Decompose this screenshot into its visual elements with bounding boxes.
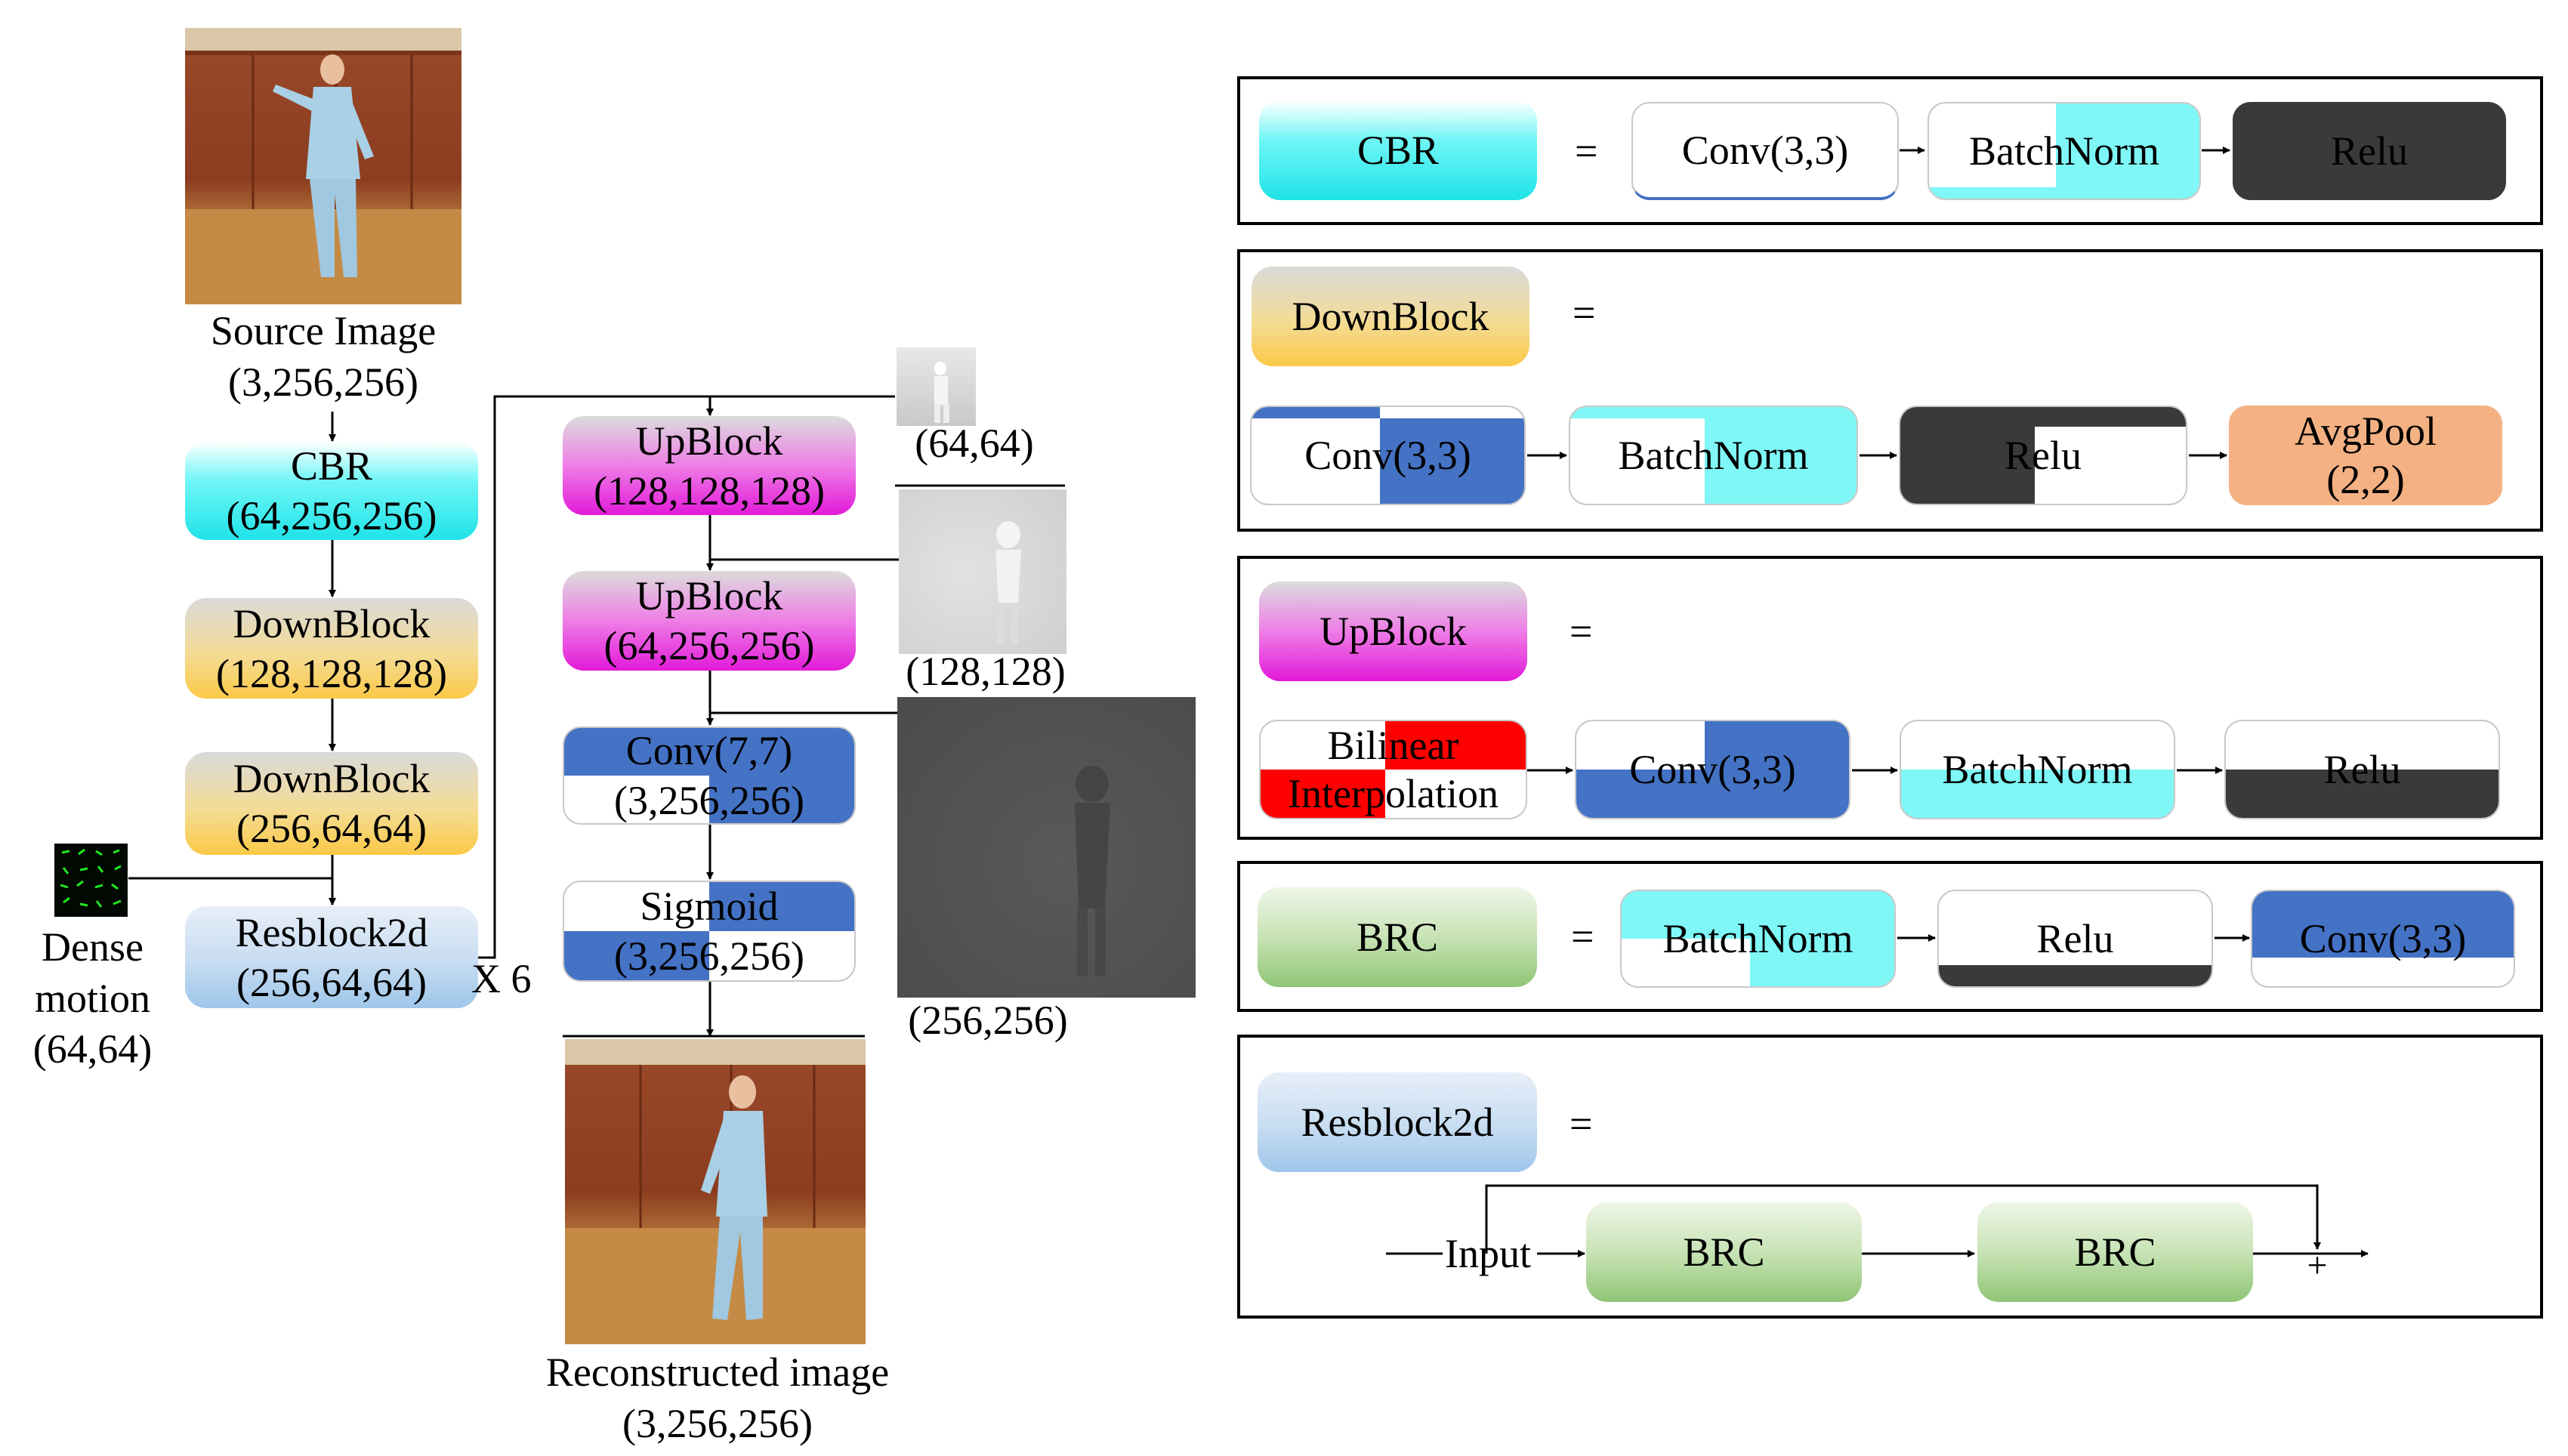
conv7-block-name: Conv(7,7) — [625, 728, 793, 773]
legend-upblock-frame — [1237, 556, 2543, 840]
mask-64-size: (64,64) — [915, 421, 1034, 466]
legend-upblock-relu-label: Relu — [2323, 747, 2401, 792]
legend-upblock-block: UpBlock — [1259, 581, 1527, 681]
resblock-repeat-label: X 6 — [471, 956, 532, 1001]
downblock-1-shape: (128,128,128) — [216, 650, 447, 696]
legend-cbr-block: CBR — [1259, 100, 1537, 200]
legend-brc-equals: = — [1571, 914, 1594, 959]
legend-upblock-relu: Relu — [2224, 720, 2500, 819]
cbr-block: CBR (64,256,256) — [185, 442, 478, 540]
legend-resblock-equals: = — [1570, 1101, 1593, 1146]
legend-resblock-brc-2-label: BRC — [2074, 1229, 2156, 1275]
upblock-1-name: UpBlock — [635, 418, 783, 464]
legend-brc-batchnorm: BatchNorm — [1620, 890, 1896, 988]
legend-resblock-brc-2: BRC — [1977, 1202, 2253, 1302]
legend-downblock-relu: Relu — [1899, 406, 2187, 505]
resblock-block-shape: (256,64,64) — [236, 959, 427, 1005]
dense-motion-label-1: Dense — [42, 924, 144, 970]
legend-downblock-block: DownBlock — [1252, 267, 1529, 366]
legend-downblock-frame — [1237, 249, 2543, 532]
downblock-1-name: DownBlock — [233, 600, 431, 646]
legend-brc-conv-label: Conv(3,3) — [2299, 916, 2467, 961]
source-image-title: Source Image — [210, 308, 437, 353]
cbr-block-name: CBR — [290, 443, 373, 489]
mask-64-image — [897, 347, 976, 426]
dense-motion-shape: (64,64) — [32, 1026, 153, 1072]
legend-downblock-batchnorm-label: BatchNorm — [1618, 433, 1809, 478]
legend-brc-frame — [1237, 861, 2543, 1012]
legend-downblock-relu-label: Relu — [2005, 433, 2082, 478]
legend-upblock-batchnorm: BatchNorm — [1900, 720, 2175, 819]
legend-cbr-batchnorm-label: BatchNorm — [1969, 128, 2159, 174]
legend-cbr-relu: Relu — [2233, 102, 2506, 200]
upblock-2-name: UpBlock — [635, 573, 783, 618]
legend-brc-name: BRC — [1356, 915, 1439, 960]
sigmoid-block-shape: (3,256,256) — [614, 933, 804, 979]
legend-resblock-frame — [1237, 1035, 2543, 1319]
upblock-2-shape: (64,256,256) — [603, 623, 815, 668]
legend-brc-conv: Conv(3,3) — [2251, 890, 2515, 988]
legend-resblock-input: Input — [1445, 1231, 1531, 1276]
legend-cbr-conv-label: Conv(3,3) — [1681, 128, 1849, 173]
mask-256-image — [897, 697, 1196, 998]
reconstructed-image-shape: (3,256,256) — [622, 1401, 813, 1446]
downblock-1: DownBlock (128,128,128) — [185, 598, 478, 699]
conv7-block-shape: (3,256,256) — [614, 778, 804, 823]
reconstructed-image — [565, 1039, 866, 1344]
legend-upblock-interp-label-1: Bilinear — [1327, 723, 1459, 768]
legend-upblock-conv: Conv(3,3) — [1575, 720, 1850, 819]
legend-downblock-avgpool-label: AvgPool — [2294, 409, 2437, 454]
legend-upblock-interp-label-2: Interpolation — [1288, 771, 1499, 816]
legend-upblock-conv-label: Conv(3,3) — [1629, 747, 1796, 792]
dense-motion-image — [54, 844, 128, 917]
legend-downblock-conv: Conv(3,3) — [1250, 406, 1526, 505]
sigmoid-block: Sigmoid (3,256,256) — [563, 881, 856, 982]
source-image — [185, 28, 461, 304]
legend-downblock-batchnorm: BatchNorm — [1569, 406, 1858, 505]
cbr-block-shape: (64,256,256) — [226, 493, 437, 538]
sigmoid-block-name: Sigmoid — [640, 884, 779, 929]
mask-256-size: (256,256) — [908, 998, 1068, 1043]
source-image-shape: (3,256,256) — [228, 359, 418, 405]
legend-upblock-name: UpBlock — [1319, 609, 1467, 654]
upblock-1: UpBlock (128,128,128) — [563, 416, 856, 515]
legend-cbr-name: CBR — [1357, 128, 1440, 173]
legend-downblock-avgpool-size: (2,2) — [2326, 457, 2405, 502]
legend-cbr-equals: = — [1575, 128, 1598, 174]
dense-motion-label-2: motion — [34, 976, 150, 1021]
legend-upblock-batchnorm-label: BatchNorm — [1942, 747, 2133, 792]
resblock-block: Resblock2d (256,64,64) — [185, 906, 478, 1008]
reconstructed-image-title: Reconstructed image — [545, 1350, 890, 1395]
upblock-1-shape: (128,128,128) — [594, 467, 825, 514]
legend-cbr-frame — [1237, 76, 2543, 225]
legend-resblock-name: Resblock2d — [1301, 1100, 1494, 1145]
mask-128-image — [899, 489, 1066, 654]
legend-downblock-equals: = — [1573, 290, 1596, 335]
legend-downblock-avgpool: AvgPool (2,2) — [2229, 406, 2502, 505]
legend-cbr-conv: Conv(3,3) — [1631, 102, 1899, 200]
legend-downblock-conv-label: Conv(3,3) — [1304, 433, 1471, 478]
upblock-2: UpBlock (64,256,256) — [563, 571, 856, 671]
downblock-2-shape: (256,64,64) — [236, 806, 427, 851]
legend-brc-relu-label: Relu — [2036, 916, 2114, 961]
legend-cbr-relu-label: Relu — [2331, 128, 2408, 174]
legend-brc-batchnorm-label: BatchNorm — [1662, 916, 1853, 961]
legend-brc-relu: Relu — [1937, 890, 2213, 988]
legend-resblock-brc-1: BRC — [1586, 1202, 1862, 1302]
legend-downblock-name: DownBlock — [1292, 294, 1489, 339]
downblock-2: DownBlock (256,64,64) — [185, 752, 478, 855]
legend-cbr-batchnorm: BatchNorm — [1928, 102, 2201, 200]
legend-resblock-block: Resblock2d — [1258, 1072, 1537, 1172]
legend-upblock-equals: = — [1570, 609, 1593, 654]
conv7-block: Conv(7,7) (3,256,256) — [563, 726, 856, 825]
legend-resblock-plus: + — [2307, 1245, 2328, 1285]
downblock-2-name: DownBlock — [233, 756, 431, 801]
legend-brc-block: BRC — [1258, 887, 1537, 987]
legend-resblock-brc-1-label: BRC — [1683, 1229, 1765, 1275]
legend-upblock-interp: Bilinear Interpolation — [1259, 720, 1527, 819]
resblock-block-name: Resblock2d — [235, 909, 428, 955]
mask-128-size: (128,128) — [906, 649, 1066, 694]
